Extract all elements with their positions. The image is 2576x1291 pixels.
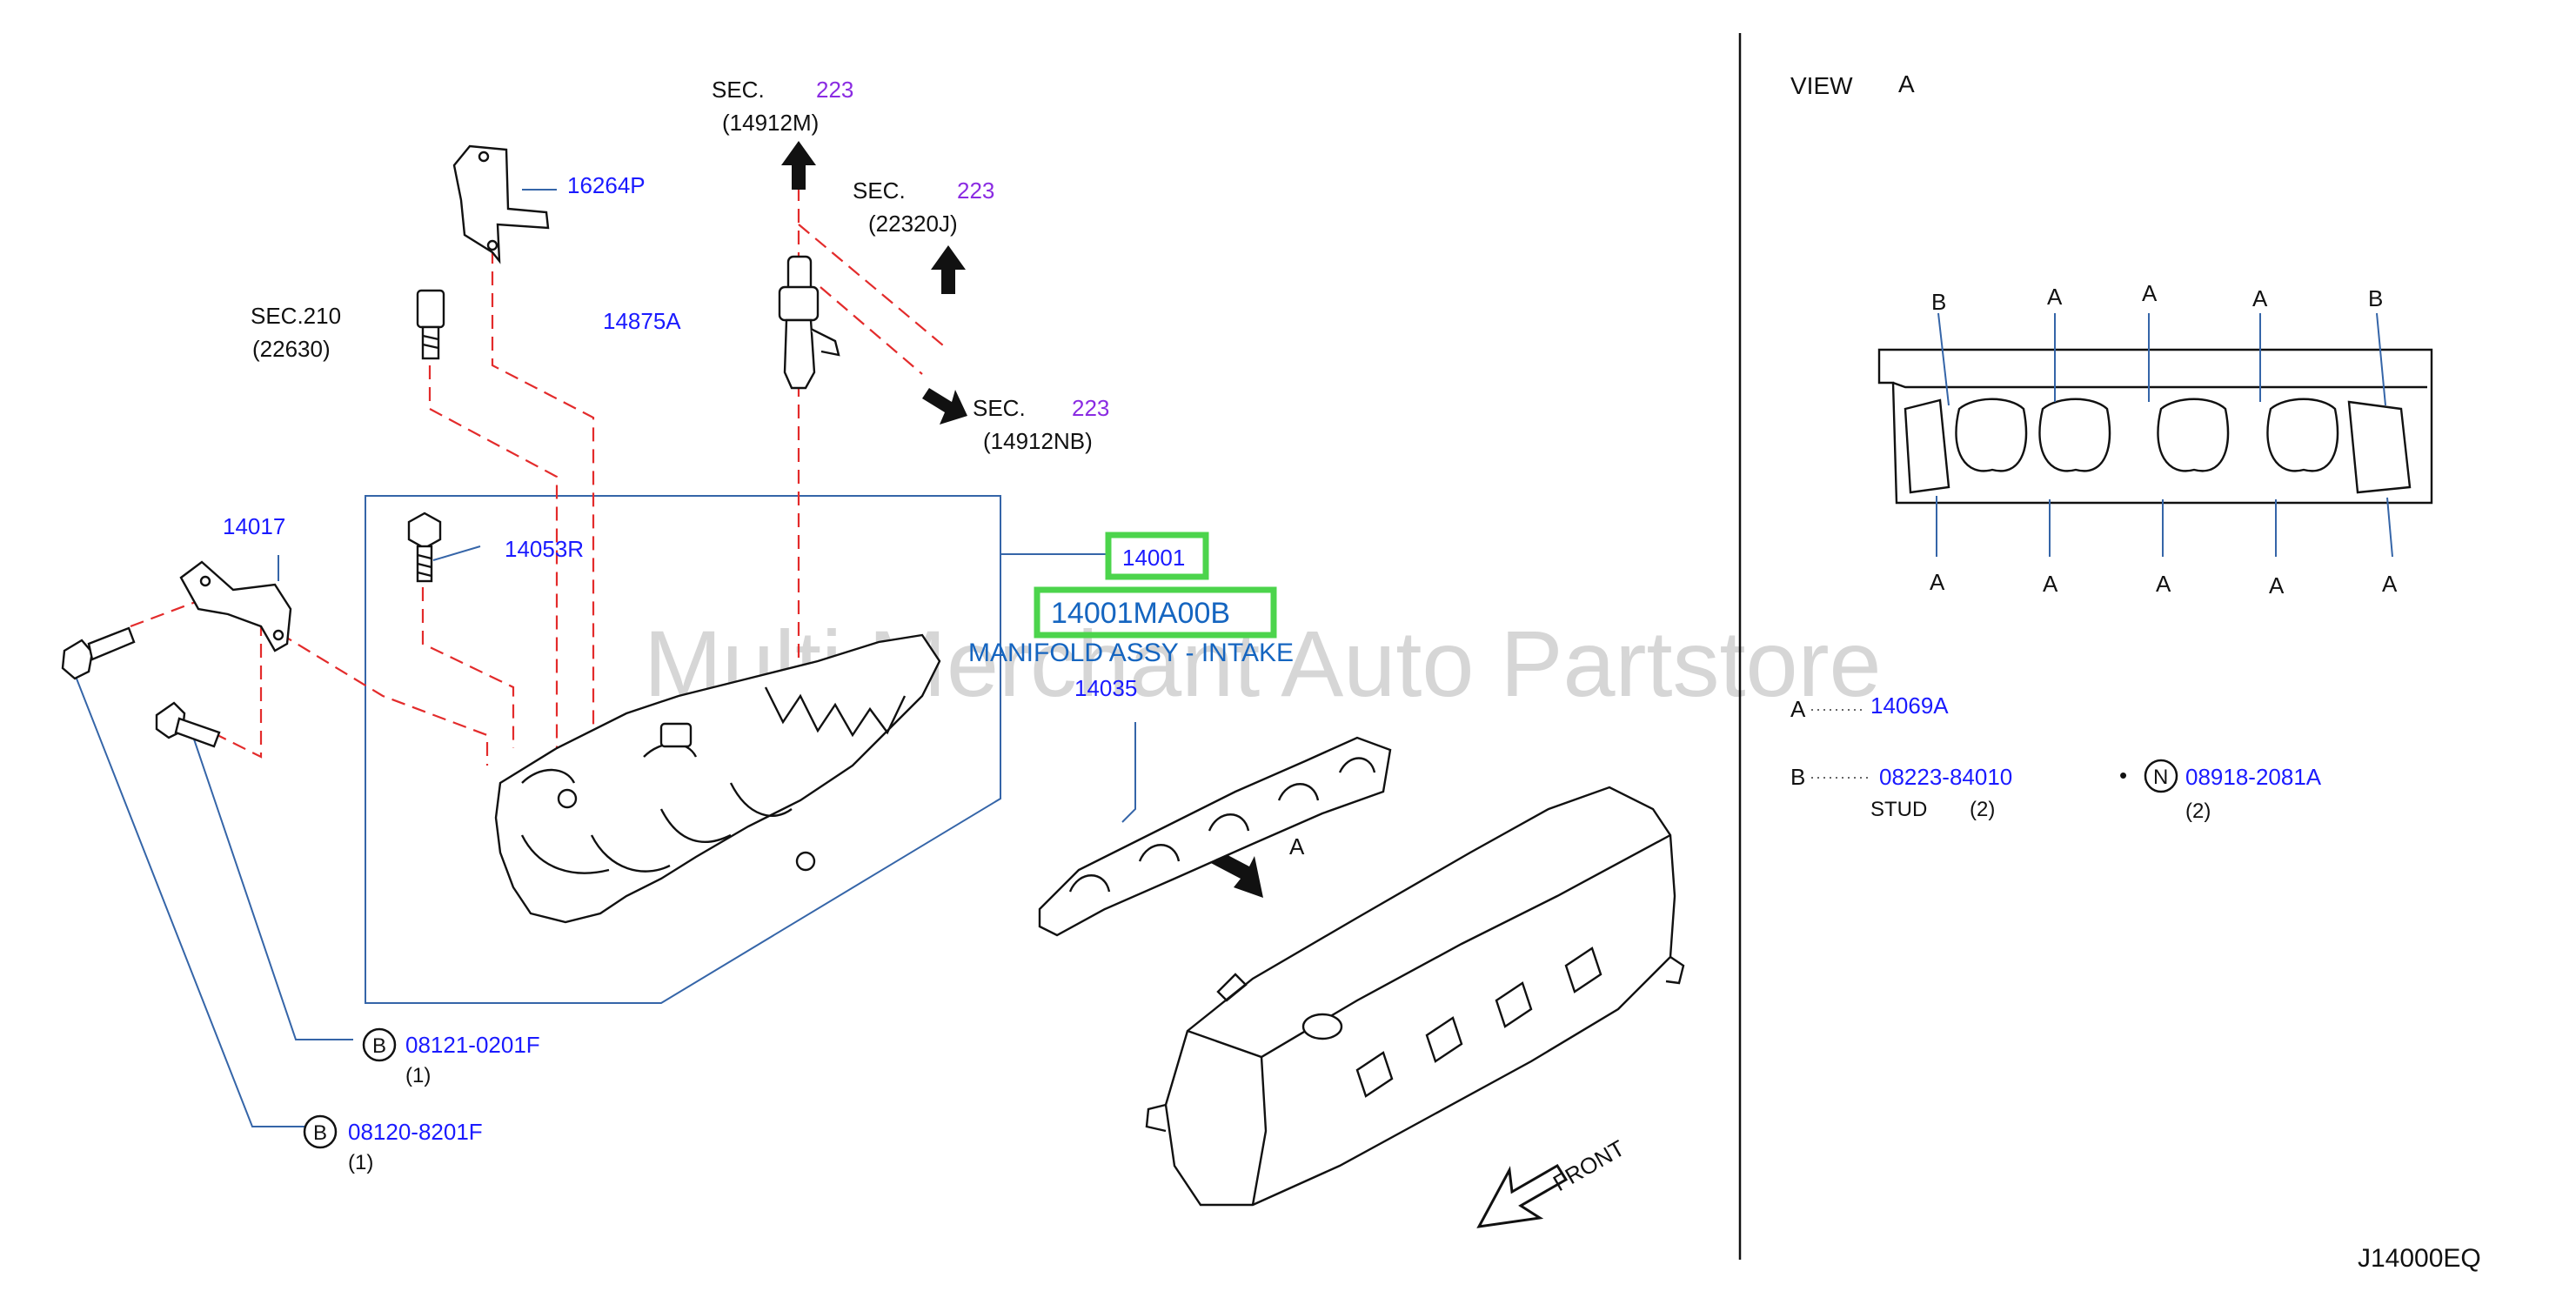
view-bottom-label-2: A: [2043, 571, 2058, 597]
badge-b-icon: [303, 1114, 338, 1149]
fastener-badge-2: B: [313, 1121, 327, 1145]
extra-badge: N: [2153, 766, 2168, 789]
part-label-14001[interactable]: 14001: [1122, 545, 1185, 571]
highlighted-part-description: MANIFOLD ASSY - INTAKE: [968, 639, 1294, 667]
gasket-14035-drawing: [1038, 736, 1392, 937]
fastener-qty-1: (1): [405, 1064, 431, 1087]
view-bottom-label-5: A: [2382, 571, 2398, 597]
front-label: FRONT: [1549, 1134, 1629, 1196]
legend-part-b[interactable]: 08223-84010: [1879, 764, 2012, 790]
sec-14912NB-sub: (14912NB): [983, 428, 1093, 454]
view-top-label-5: B: [2368, 285, 2383, 311]
view-a-marker: A: [1289, 833, 1305, 860]
legend-qty-b: (2): [1970, 798, 1995, 821]
sec-22320J-sub: (22320J): [868, 211, 958, 237]
bolt-08120-8201F-drawing: [61, 626, 136, 680]
sec-14912M-prefix: SEC.: [712, 77, 765, 103]
injector-14875A-drawing: [778, 255, 840, 390]
sec-22320J-num[interactable]: 223: [957, 177, 994, 204]
diagram-code: J14000EQ: [2358, 1244, 2481, 1273]
view-bottom-label-1: A: [1930, 569, 1945, 595]
part-label-14017[interactable]: 14017: [223, 513, 285, 539]
view-top-label-2: A: [2047, 284, 2063, 310]
bolt-14053R-drawing: [407, 512, 442, 583]
highlight-box-14001: [1105, 532, 1209, 580]
highlight-box-14001MA00B: [1034, 586, 1277, 639]
extra-part[interactable]: 08918-2081A: [2185, 764, 2322, 790]
highlighted-part-number[interactable]: 14001MA00B: [1051, 597, 1230, 630]
sec-14912NB-num[interactable]: 223: [1072, 395, 1109, 421]
sec-14912NB-prefix: SEC.: [973, 395, 1026, 421]
view-top-label-1: B: [1931, 289, 1946, 315]
part-label-14053R[interactable]: 14053R: [505, 536, 584, 562]
manifold-group-outline: [365, 495, 1001, 1004]
bracket-16264P-drawing: [452, 144, 550, 264]
sec-arrow-up-22320J: [931, 245, 966, 294]
sec-210-sub: (22630): [252, 336, 331, 362]
fastener-part-2[interactable]: 08120-8201F: [348, 1119, 483, 1145]
leader-lines: [74, 189, 1136, 1127]
intake-manifold-drawing: [494, 633, 941, 924]
sec-14912M-sub: (14912M): [722, 110, 819, 136]
legend-note-b: STUD: [1870, 798, 1927, 821]
part-label-14035[interactable]: 14035: [1074, 675, 1137, 701]
view-a-arrow: [1208, 849, 1263, 898]
view-a-leaders: [1936, 312, 2393, 558]
cylinder-head-drawing: [1145, 786, 1685, 1207]
badge-b-icon: [362, 1027, 397, 1062]
view-top-label-4: A: [2252, 285, 2268, 311]
extra-qty: (2): [2185, 799, 2211, 823]
fastener-qty-2: (1): [348, 1151, 373, 1174]
legend-part-a[interactable]: 14069A: [1870, 692, 1949, 719]
sec-arrow-right-14912NB: [922, 388, 967, 425]
part-label-16264P[interactable]: 16264P: [567, 172, 646, 198]
view-top-label-3: A: [2142, 280, 2158, 306]
sec-210-prefix: SEC.210: [251, 303, 341, 329]
legend-key-b: B: [1790, 764, 1805, 790]
view-a-head-face-drawing: [1877, 348, 2433, 505]
view-bottom-label-4: A: [2269, 572, 2285, 599]
view-title-letter: A: [1898, 70, 1915, 97]
view-bottom-label-3: A: [2156, 571, 2171, 597]
sec-14912M-num[interactable]: 223: [816, 77, 853, 103]
view-title: VIEW: [1790, 72, 1853, 99]
sec-22320J-prefix: SEC.: [853, 177, 906, 204]
badge-n-icon: [2144, 759, 2178, 793]
fastener-part-1[interactable]: 08121-0201F: [405, 1032, 540, 1058]
legend-key-a: A: [1790, 696, 1806, 722]
sensor-22630-drawing: [416, 289, 445, 360]
extra-bullet: •: [2119, 762, 2127, 788]
part-label-14875A[interactable]: 14875A: [603, 308, 681, 334]
front-arrow-icon: [1476, 1163, 1569, 1228]
sec-arrow-up-14912M: [781, 141, 816, 190]
bracket-14017-drawing: [179, 560, 292, 652]
fastener-badge-1: B: [372, 1034, 386, 1058]
bolt-08121-0201F-drawing: [155, 701, 221, 748]
